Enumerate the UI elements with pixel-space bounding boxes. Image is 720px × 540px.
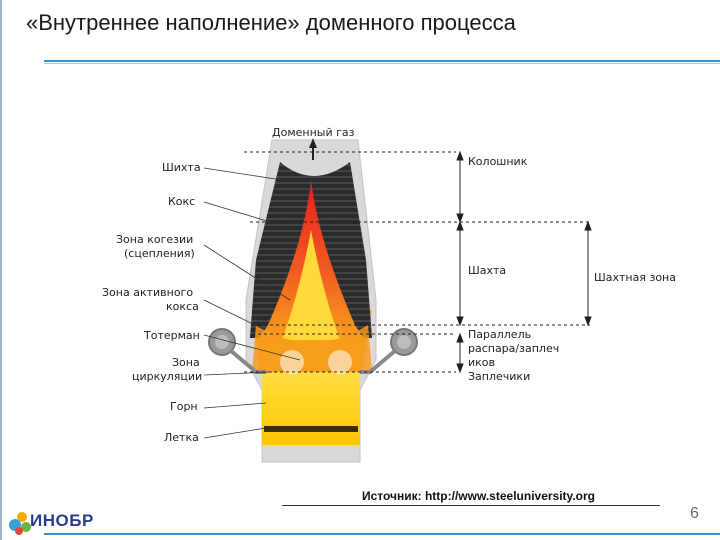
title-divider-light	[44, 63, 720, 64]
taphole-line	[264, 426, 358, 432]
label-zaplechiki: Заплечики	[468, 370, 530, 383]
page-number: 6	[690, 505, 699, 522]
label-cohesive-1: Зона когезии	[116, 233, 193, 246]
label-blast-gas: Доменный газ	[272, 126, 355, 139]
label-koks: Кокс	[168, 195, 195, 208]
label-parallel-2: распара/заплеч	[468, 342, 559, 355]
label-circulation-2: циркуляции	[132, 370, 202, 383]
blast-furnace-diagram: Доменный газ Шихта Кокс Зона когезии (сц…	[102, 126, 676, 463]
label-parallel-1: Параллель	[468, 328, 531, 341]
title-divider	[44, 60, 720, 62]
footer-divider	[44, 533, 720, 535]
label-shikhta: Шихта	[162, 161, 201, 174]
slide-title: «Внутреннее наполнение» доменного процес…	[26, 10, 516, 35]
label-circulation-1: Зона	[172, 356, 200, 369]
label-gorn: Горн	[170, 400, 198, 413]
source-credit: Источник: http://www.steeluniversity.org	[362, 489, 595, 503]
label-letka: Летка	[164, 431, 199, 444]
label-koloshnik: Колошник	[468, 155, 528, 168]
label-shakhtnaya-zona: Шахтная зона	[594, 271, 676, 284]
label-shakhta: Шахта	[468, 264, 506, 277]
label-parallel-3: иков	[468, 356, 495, 369]
logo-text: ИНОБР	[30, 511, 94, 530]
inobr-logo-icon	[9, 512, 31, 535]
source-underline	[282, 505, 660, 506]
label-cohesive-2: (сцепления)	[124, 247, 195, 260]
hearth-zone	[262, 360, 360, 445]
label-active-coke-1: Зона активного	[102, 286, 193, 299]
label-toterman: Тотерман	[143, 329, 200, 342]
gas-arrowhead	[309, 138, 317, 148]
label-active-coke-2: кокса	[166, 300, 199, 313]
raceway-puff-right	[328, 350, 352, 374]
active-coke-zone	[282, 230, 340, 340]
raceway-puff-left	[280, 350, 304, 374]
slide-left-border	[0, 0, 2, 540]
